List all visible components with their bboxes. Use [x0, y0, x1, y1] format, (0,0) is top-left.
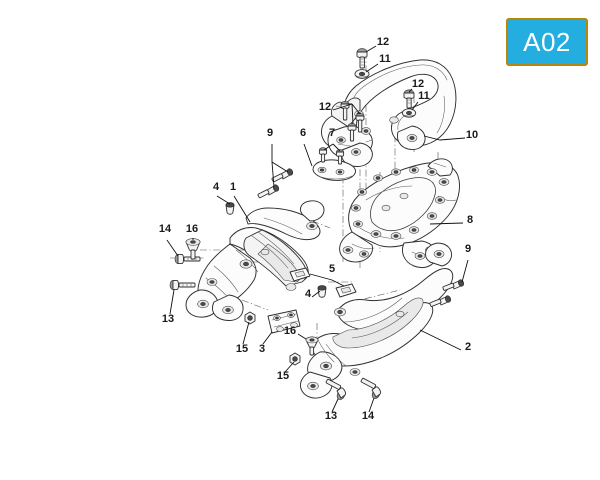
callout-number-16: 16	[186, 223, 198, 235]
bolt-9a	[271, 168, 294, 183]
bolt-14b	[360, 377, 381, 399]
part-6-link-plate	[312, 159, 356, 181]
callout-number-4: 4	[305, 288, 312, 300]
callout-number-7: 7	[329, 127, 335, 139]
callout-number-1: 1	[230, 181, 236, 193]
callout-number-6: 6	[300, 127, 306, 139]
collar-16a	[185, 238, 201, 260]
part-7-screws	[318, 147, 345, 165]
callout-number-11: 11	[379, 53, 391, 65]
part-1-left-frame-arm	[185, 200, 325, 321]
leader-lines	[166, 45, 469, 413]
bolt-12a	[356, 48, 368, 69]
callout-number-13: 13	[162, 313, 174, 325]
callout-number-12: 12	[377, 36, 389, 48]
washer-11b	[401, 108, 417, 118]
callout-number-4: 4	[213, 181, 220, 193]
part-16-collar-bushes	[185, 238, 319, 356]
callout-number-12: 12	[412, 78, 424, 90]
part-9-bolts	[257, 168, 465, 307]
grommet-4b	[317, 285, 327, 298]
callout-number-13: 13	[325, 410, 337, 422]
callout-number-14: 14	[362, 410, 375, 422]
part-4-grommets	[225, 202, 327, 298]
callout-number-12: 12	[319, 101, 331, 113]
part-15-nuts	[244, 311, 301, 366]
bolt-14a	[174, 253, 201, 265]
grommet-4a	[225, 202, 235, 215]
bolt-13a	[169, 279, 196, 291]
collar-16b	[305, 336, 319, 356]
callout-number-14: 14	[159, 223, 172, 235]
bolt-9d	[429, 295, 452, 307]
part-3-mounting-bracket	[267, 309, 301, 334]
callout-number-15: 15	[236, 343, 248, 355]
callout-number-3: 3	[259, 343, 265, 355]
page-badge: A02	[506, 18, 588, 66]
nut-15a	[244, 311, 256, 325]
callout-number-5: 5	[329, 263, 335, 275]
callout-number-16: 16	[284, 325, 296, 337]
part-13-14-long-bolts	[169, 253, 381, 400]
callout-number-11: 11	[418, 90, 430, 102]
callout-number-15: 15	[277, 370, 289, 382]
bolt-9b	[257, 184, 280, 199]
screw-7b	[335, 149, 345, 165]
callout-number-9: 9	[267, 127, 273, 139]
bolt-12b	[403, 89, 415, 109]
callout-number-10: 10	[466, 129, 478, 141]
nut-15b	[289, 352, 301, 366]
callout-number-9: 9	[465, 243, 471, 255]
rubber-block-5a	[289, 267, 311, 282]
washer-11a	[354, 69, 370, 79]
callout-number-2: 2	[465, 341, 471, 353]
bolt-13b	[325, 378, 346, 400]
part-5-rubber-blocks	[289, 267, 357, 298]
screw-7a	[318, 147, 328, 163]
callout-number-8: 8	[467, 214, 473, 226]
part-2-right-frame-arm	[299, 242, 454, 399]
subframe-bolt-holes	[342, 166, 450, 260]
rubber-block-5b	[335, 283, 357, 298]
